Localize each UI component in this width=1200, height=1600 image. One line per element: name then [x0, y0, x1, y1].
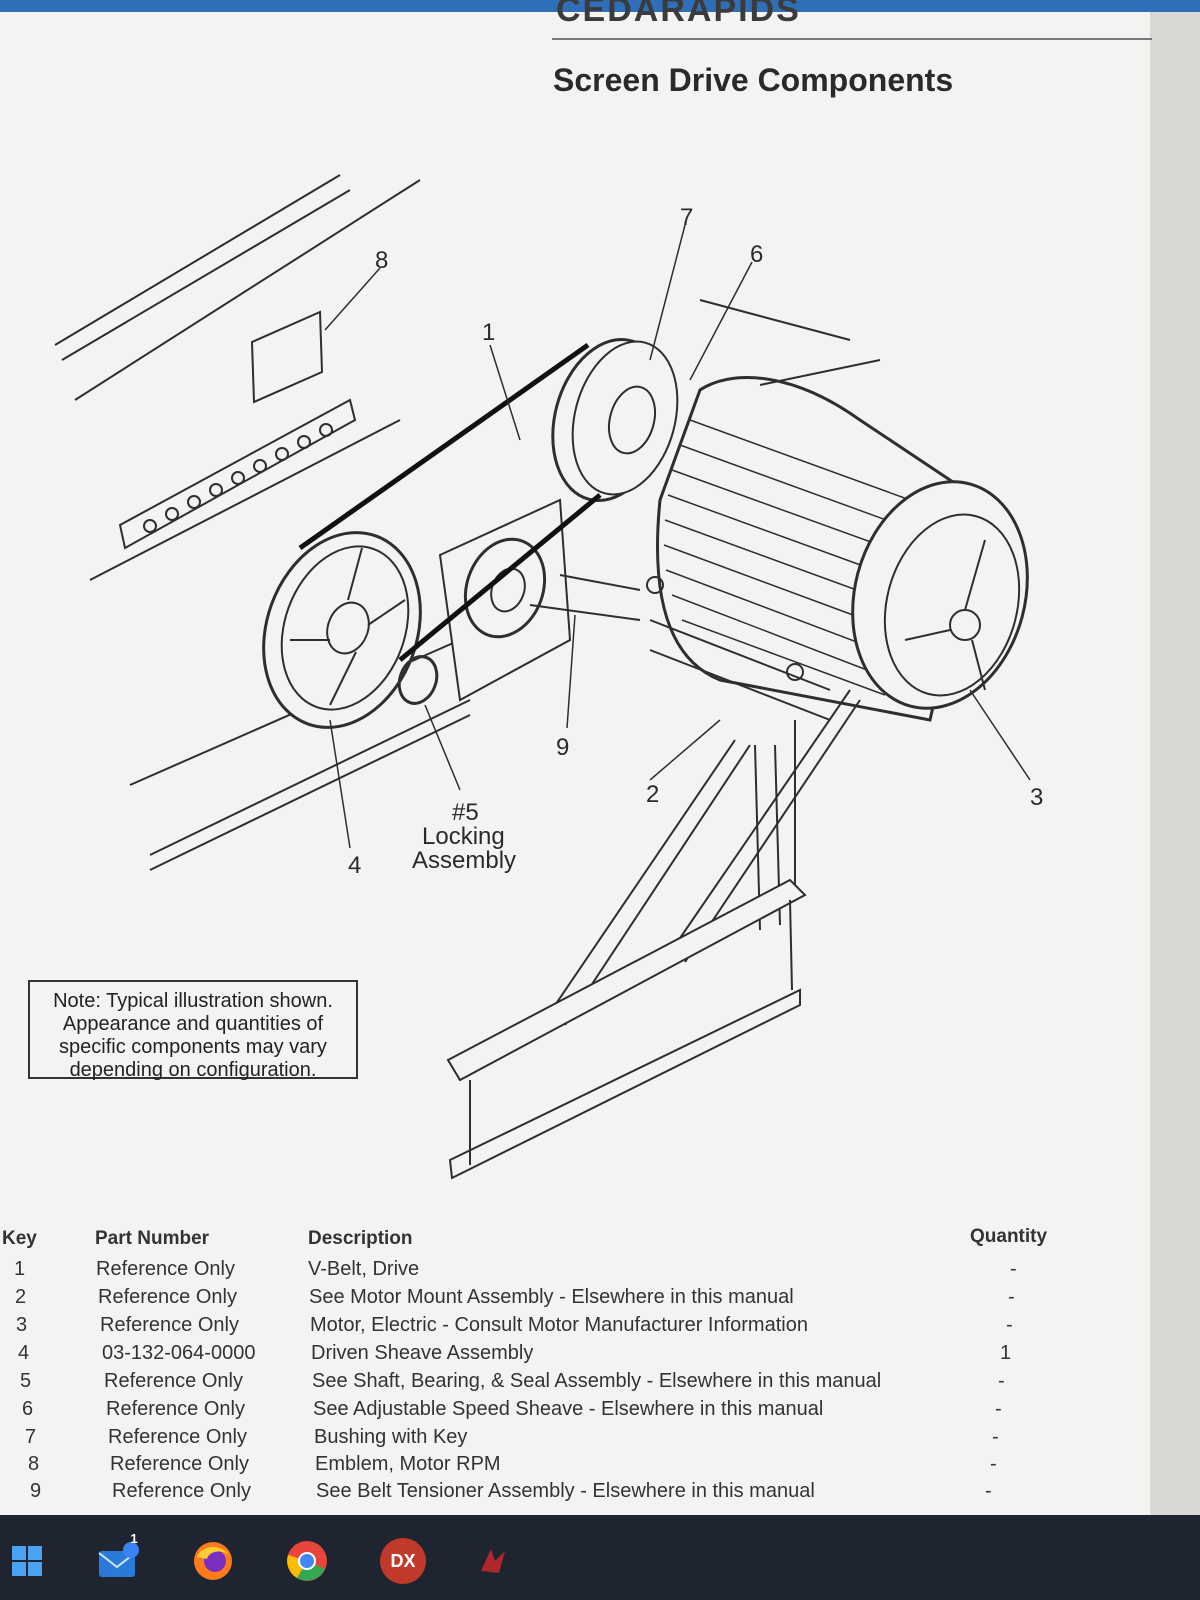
cell-description: See Belt Tensioner Assembly - Elsewhere … — [316, 1480, 815, 1502]
cell-part-number: Reference Only — [98, 1286, 237, 1308]
table-row: 6 Reference Only See Adjustable Speed Sh… — [0, 1398, 1150, 1426]
tensioner-sheave — [463, 537, 641, 639]
callout-4: 4 — [348, 852, 361, 879]
cell-part-number: 03-132-064-0000 — [102, 1342, 256, 1364]
cell-part-number: Reference Only — [108, 1426, 247, 1448]
cell-quantity: - — [985, 1480, 992, 1502]
cell-key: 9 — [30, 1480, 42, 1502]
firefox-icon[interactable] — [190, 1538, 236, 1584]
callout-5-label-line2: Assembly — [412, 847, 516, 874]
table-row: 4 03-132-064-0000 Driven Sheave Assembly… — [0, 1342, 1150, 1370]
window-top-strip — [0, 0, 1200, 12]
bolt-heads — [143, 423, 333, 533]
electric-motor — [656, 299, 1029, 722]
red-app-icon[interactable] — [470, 1538, 516, 1584]
cell-part-number: Reference Only — [96, 1258, 235, 1280]
header-quantity: Quantity — [970, 1226, 1048, 1247]
i-beam-base — [446, 878, 807, 1180]
cell-part-number: Reference Only — [110, 1453, 249, 1475]
document-viewer: CEDARAPIDS Screen Drive Components — [0, 0, 1200, 1515]
screen-drive-diagram: 8 1 7 6 3 2 9 4 #5 Locking Assembly — [54, 174, 1043, 1180]
table-row: 5 Reference Only See Shaft, Bearing, & S… — [0, 1370, 1150, 1398]
taskbar — [0, 1515, 1200, 1600]
cell-key: 7 — [25, 1426, 37, 1448]
driven-sheave — [262, 531, 422, 729]
note-line: Appearance and quantities of — [62, 1013, 324, 1035]
cell-quantity: 1 — [1000, 1342, 1012, 1364]
cell-key: 8 — [28, 1453, 40, 1475]
table-row: 7 Reference Only Bushing with Key - — [0, 1426, 1150, 1454]
header-rule — [552, 38, 1152, 40]
cell-key: 1 — [14, 1258, 26, 1280]
cell-description: Driven Sheave Assembly — [311, 1342, 534, 1364]
callout-5-number: #5 — [452, 799, 479, 826]
locking-assembly — [397, 655, 439, 705]
cell-quantity: - — [995, 1398, 1002, 1420]
callout-7: 7 — [680, 204, 693, 231]
windows-start-icon[interactable] — [4, 1538, 50, 1584]
cell-quantity: - — [990, 1453, 997, 1475]
dx-app-icon[interactable]: DX — [380, 1538, 426, 1584]
callout-9: 9 — [556, 734, 569, 761]
motor-rpm-emblem — [250, 310, 324, 404]
page-title: Screen Drive Components — [553, 62, 954, 98]
v-belt — [298, 342, 602, 662]
cell-key: 5 — [20, 1370, 32, 1392]
callout-5-label-line1: Locking — [422, 823, 505, 850]
callout-8: 8 — [375, 247, 388, 274]
mail-icon[interactable] — [96, 1538, 142, 1584]
cell-part-number: Reference Only — [100, 1314, 239, 1336]
brand-header: CEDARAPIDS — [556, 0, 801, 29]
note-line: depending on configuration. — [69, 1059, 317, 1081]
note-line: specific components may vary — [59, 1036, 327, 1058]
deck-rail — [54, 174, 341, 346]
note-line: Note: Typical illustration shown. — [53, 990, 333, 1012]
callout-1: 1 — [482, 319, 495, 346]
cell-description: See Adjustable Speed Sheave - Elsewhere … — [313, 1398, 824, 1420]
cell-description: Emblem, Motor RPM — [315, 1453, 501, 1475]
drive-sheave — [551, 338, 679, 502]
cell-description: See Shaft, Bearing, & Seal Assembly - El… — [312, 1370, 882, 1392]
cell-description: V-Belt, Drive — [308, 1258, 420, 1280]
cell-quantity: - — [1006, 1314, 1013, 1336]
cell-key: 4 — [18, 1342, 30, 1364]
dx-label: DX — [390, 1550, 416, 1571]
mail-badge: 1 — [130, 1531, 138, 1546]
table-row: 1 Reference Only V-Belt, Drive - — [0, 1258, 1150, 1286]
cell-key: 3 — [16, 1314, 28, 1336]
table-row: 9 Reference Only See Belt Tensioner Asse… — [0, 1480, 1150, 1508]
bolt-strip — [118, 398, 357, 550]
cell-description: Motor, Electric - Consult Motor Manufact… — [310, 1314, 808, 1336]
cell-part-number: Reference Only — [106, 1398, 245, 1420]
cell-description: See Motor Mount Assembly - Elsewhere in … — [309, 1286, 794, 1308]
chrome-icon[interactable] — [284, 1538, 330, 1584]
cell-description: Bushing with Key — [314, 1426, 468, 1448]
cell-key: 2 — [15, 1286, 27, 1308]
cell-part-number: Reference Only — [112, 1480, 251, 1502]
configuration-note: Note: Typical illustration shown. Appear… — [28, 980, 358, 1081]
callout-3: 3 — [1030, 784, 1043, 811]
cell-key: 6 — [22, 1398, 34, 1420]
cell-quantity: - — [998, 1370, 1005, 1392]
header-part-number: Part Number — [95, 1228, 210, 1249]
cell-quantity: - — [1010, 1258, 1017, 1280]
callout-2: 2 — [646, 781, 659, 808]
cell-quantity: - — [1008, 1286, 1015, 1308]
cell-quantity: - — [992, 1426, 999, 1448]
table-row: 3 Reference Only Motor, Electric - Consu… — [0, 1314, 1150, 1342]
header-description: Description — [308, 1228, 413, 1249]
page-margin — [1150, 12, 1200, 1515]
table-row: 2 Reference Only See Motor Mount Assembl… — [0, 1286, 1150, 1314]
callout-6: 6 — [750, 241, 763, 268]
cell-part-number: Reference Only — [104, 1370, 243, 1392]
header-key: Key — [2, 1228, 37, 1249]
table-row: 8 Reference Only Emblem, Motor RPM - — [0, 1453, 1150, 1481]
